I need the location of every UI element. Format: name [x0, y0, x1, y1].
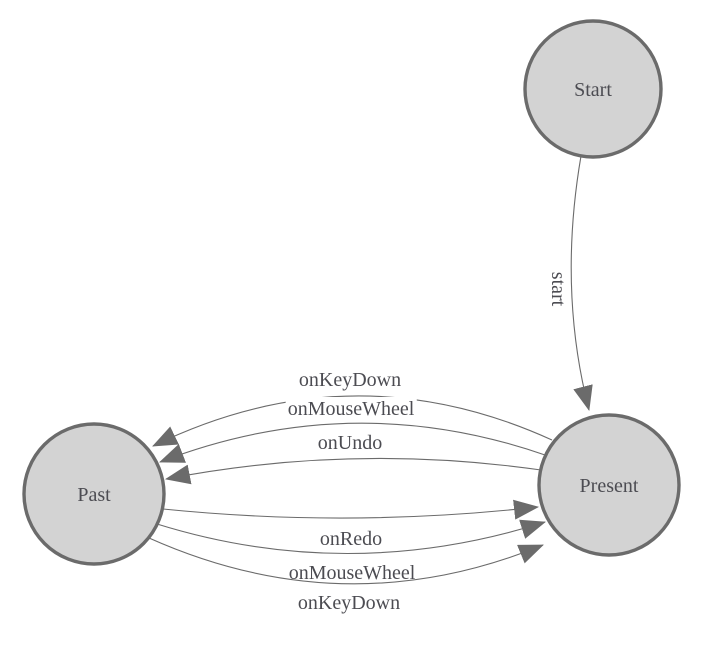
- edge-label-bg: [546, 269, 570, 309]
- edge-past-to-present-onredo: onRedo: [162, 499, 539, 551]
- edge-path-present-to-past-onundo[interactable]: [165, 457, 542, 485]
- edge-path-present-to-past-onmousewheel[interactable]: [159, 422, 546, 463]
- state-label-past: Past: [77, 484, 111, 506]
- edge-label-text: start: [547, 272, 569, 307]
- edge-label-past-to-present-onmousewheel: onMouseWheel: [286, 561, 418, 585]
- edges-layer: start onKeyDown onMouseWheel onUndo onRedo on…: [148, 155, 593, 615]
- edge-present-to-past-onkeydown: onKeyDown: [152, 368, 553, 447]
- edge-label-text: onKeyDown: [298, 592, 400, 614]
- edge-label-present-to-past-onmousewheel: onMouseWheel: [285, 397, 417, 421]
- state-circle-present[interactable]: [537, 413, 681, 557]
- edge-label-text: onUndo: [318, 432, 382, 454]
- state-label-present: Present: [580, 475, 639, 497]
- state-label-start: Start: [574, 79, 612, 101]
- edge-label-text: onKeyDown: [299, 369, 401, 391]
- edge-past-to-present-onmousewheel: onMouseWheel: [156, 519, 546, 585]
- edge-label-bg: [315, 431, 385, 455]
- edge-start-to-present: start: [546, 155, 593, 411]
- edge-label-text: onRedo: [320, 528, 382, 550]
- edge-path-past-to-present-onmousewheel[interactable]: [156, 519, 546, 555]
- edge-path-past-to-present-onredo[interactable]: [162, 499, 539, 520]
- edge-label-bg: [295, 591, 403, 615]
- edge-label-bg: [286, 561, 418, 585]
- edge-label-start-to-present: start: [546, 269, 570, 309]
- state-node-present[interactable]: Present: [537, 413, 681, 557]
- state-circle-past[interactable]: [22, 422, 166, 566]
- edge-path-start-to-present[interactable]: [570, 155, 593, 411]
- edge-label-past-to-present-onkeydown: onKeyDown: [295, 591, 403, 615]
- edge-label-present-to-past-onundo: onUndo: [315, 431, 385, 455]
- edge-path-past-to-present-onkeydown[interactable]: [148, 537, 544, 585]
- edge-label-bg: [285, 397, 417, 421]
- edge-label-present-to-past-onkeydown: onKeyDown: [296, 368, 404, 392]
- edge-label-text: onMouseWheel: [288, 398, 415, 420]
- edge-label-past-to-present-onredo: onRedo: [317, 527, 385, 551]
- edge-path-present-to-past-onkeydown[interactable]: [152, 395, 553, 447]
- state-node-past[interactable]: Past: [22, 422, 166, 566]
- edge-label-text: onMouseWheel: [289, 562, 416, 584]
- edge-label-bg: [296, 368, 404, 392]
- state-node-start[interactable]: Start: [523, 19, 663, 159]
- edge-label-bg: [317, 527, 385, 551]
- state-circle-start[interactable]: [523, 19, 663, 159]
- edge-present-to-past-onmousewheel: onMouseWheel: [159, 397, 546, 463]
- edge-past-to-present-onkeydown: onKeyDown: [148, 537, 544, 615]
- edge-present-to-past-onundo: onUndo: [165, 431, 542, 485]
